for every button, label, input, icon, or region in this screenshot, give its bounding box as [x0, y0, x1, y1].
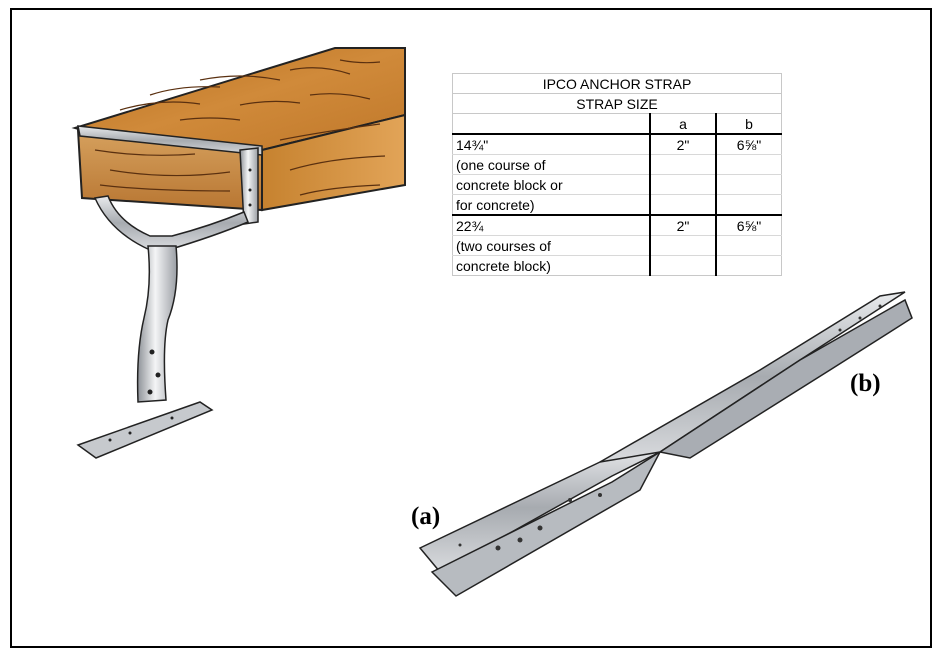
strap-loose [418, 291, 913, 597]
table-row: for concrete) [452, 194, 782, 216]
anchor-strap-illustration [71, 47, 913, 597]
label-b: (b) [850, 370, 881, 397]
strap-size-table: IPCO ANCHOR STRAP STRAP SIZE a b 14¾" 2"… [452, 73, 782, 276]
table-subtitle: STRAP SIZE [452, 93, 782, 114]
wood-joist [71, 47, 406, 212]
table-row: (one course of [452, 154, 782, 175]
column-a-header: a [649, 113, 716, 135]
column-b-header: b [715, 113, 782, 135]
table-row: concrete block) [452, 255, 782, 276]
label-a: (a) [411, 503, 441, 530]
table-row: concrete block or [452, 174, 782, 195]
table-title: IPCO ANCHOR STRAP [452, 73, 782, 94]
table-row: 22¾ 2" 6⅝" [452, 214, 782, 236]
table-header-row: a b [452, 113, 782, 135]
table-row: 14¾" 2" 6⅝" [452, 133, 782, 155]
strap-installed [76, 125, 263, 459]
table-row: (two courses of [452, 235, 782, 256]
